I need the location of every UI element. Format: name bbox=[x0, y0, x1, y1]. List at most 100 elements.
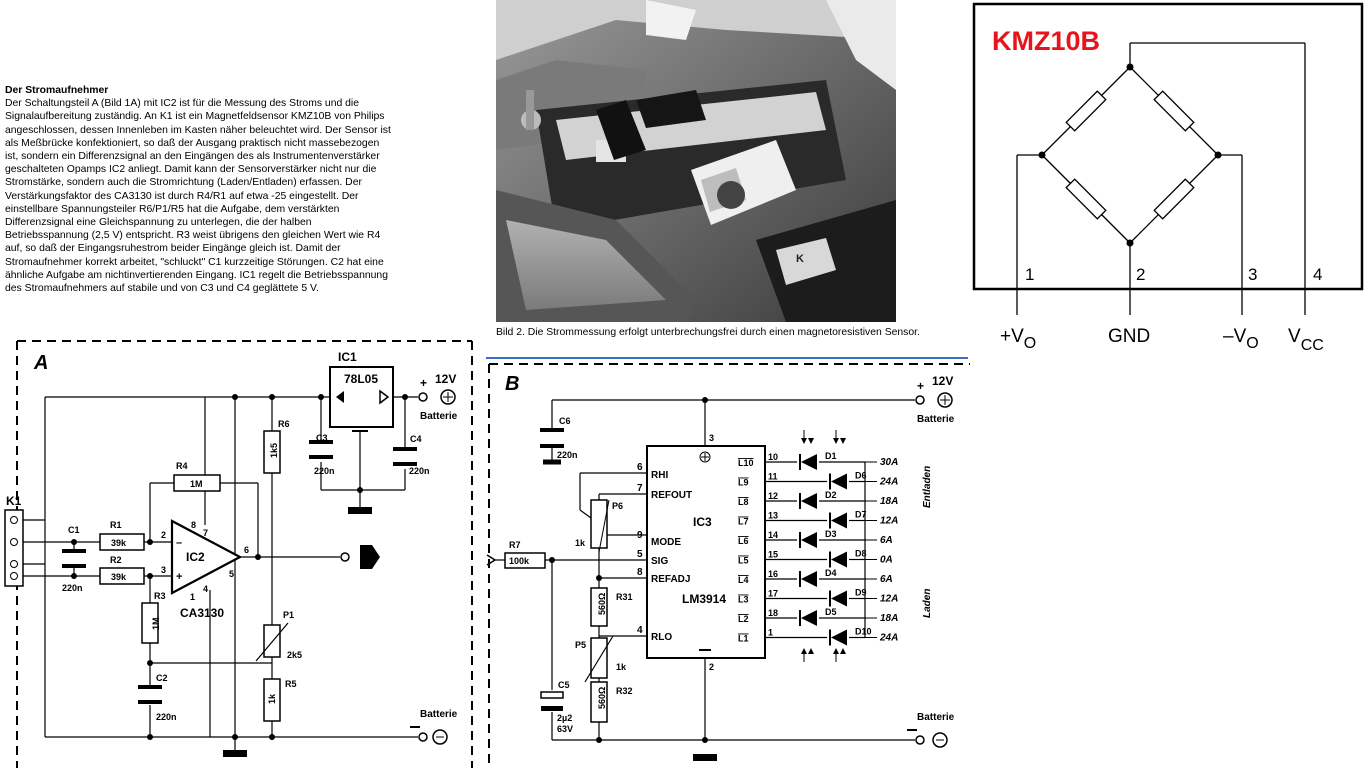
kmz-node bbox=[1038, 151, 1046, 159]
potentiometer-p5: P5 1k bbox=[575, 635, 627, 683]
svg-text:7: 7 bbox=[203, 528, 208, 538]
resistor-r4: R4 1M bbox=[173, 461, 221, 492]
light-emission-icon bbox=[833, 648, 846, 654]
resistor-r7: R7 100k bbox=[504, 540, 546, 569]
svg-text:C5: C5 bbox=[558, 680, 570, 690]
pin-name: SIG bbox=[651, 556, 668, 567]
resistor-r1: R1 39k bbox=[99, 520, 145, 551]
svg-text:63V: 63V bbox=[557, 724, 573, 734]
svg-text:Batterie: Batterie bbox=[917, 414, 955, 425]
svg-text:39k: 39k bbox=[111, 572, 127, 582]
svg-text:C3: C3 bbox=[316, 433, 328, 443]
junction-dot bbox=[269, 394, 275, 400]
article-body: Der Schaltungsteil A (Bild 1A) mit IC2 i… bbox=[5, 97, 480, 295]
circuit-a-label: A bbox=[33, 352, 48, 374]
svg-text:R5: R5 bbox=[285, 679, 297, 689]
k1-label: K1 bbox=[6, 494, 22, 508]
sensor-photo-image: K bbox=[496, 0, 896, 322]
svg-text:220n: 220n bbox=[62, 583, 83, 593]
kmz10b-diagram: KMZ10B 1 2 bbox=[970, 0, 1366, 360]
kmz-pin-number: 4 bbox=[1313, 265, 1322, 284]
ground-symbol bbox=[223, 750, 247, 757]
light-emission-icon bbox=[833, 438, 846, 444]
kmz-pin-label: +VO bbox=[1000, 326, 1036, 352]
svg-text:220n: 220n bbox=[156, 712, 177, 722]
svg-text:3: 3 bbox=[709, 433, 714, 443]
svg-text:IC2: IC2 bbox=[186, 550, 205, 564]
svg-text:220n: 220n bbox=[409, 466, 430, 476]
kmz-title: KMZ10B bbox=[992, 26, 1100, 56]
led-diode-icon bbox=[801, 532, 817, 548]
junction-dot bbox=[255, 554, 261, 560]
ground-symbol bbox=[348, 507, 372, 514]
light-emission-icon bbox=[801, 648, 814, 654]
junction-dot bbox=[147, 573, 153, 579]
article-line: als Meßbrücke konfektioniert, so daß der… bbox=[5, 137, 380, 149]
supply-terminal-minus: Batterie bbox=[907, 712, 955, 748]
svg-text:+: + bbox=[176, 571, 182, 583]
resistor-r6: R6 1k5 bbox=[263, 419, 290, 474]
svg-text:Batterie: Batterie bbox=[420, 411, 458, 422]
svg-text:R2: R2 bbox=[110, 555, 122, 565]
svg-text:IC3: IC3 bbox=[693, 515, 712, 529]
article-line: angeschlossen, dessen Innenleben im Kast… bbox=[5, 124, 391, 136]
svg-text:2k5: 2k5 bbox=[287, 650, 302, 660]
led-pin-number: 11 bbox=[768, 472, 778, 482]
article-line: ähnliche Aufgabe am nichtinvertierenden … bbox=[5, 269, 388, 281]
circuit-b-frame bbox=[488, 363, 970, 768]
led-diode-icon bbox=[801, 493, 817, 509]
kmz-node bbox=[1214, 151, 1222, 159]
junction-dot bbox=[232, 734, 238, 740]
svg-text:C4: C4 bbox=[410, 434, 422, 444]
led-diode-label: D9 bbox=[855, 588, 867, 598]
led-diode-label: D1 bbox=[825, 451, 837, 461]
svg-text:12V: 12V bbox=[435, 372, 456, 386]
led-amp-label: 12A bbox=[880, 594, 898, 605]
svg-text:R1: R1 bbox=[110, 520, 122, 530]
led-output-pin: L5 bbox=[738, 556, 749, 566]
pin-name: RHI bbox=[651, 470, 668, 481]
led-diode-icon bbox=[801, 610, 817, 626]
photo-caption: Bild 2. Die Strommessung erfolgt unterbr… bbox=[496, 327, 920, 338]
svg-text:12V: 12V bbox=[932, 374, 953, 388]
junction-dot bbox=[71, 539, 77, 545]
supply-terminal-plus: + 12V Batterie bbox=[418, 372, 458, 422]
kmz-resistor bbox=[1065, 178, 1107, 220]
svg-text:LM3914: LM3914 bbox=[682, 592, 726, 606]
potentiometer-p1: P1 2k5 bbox=[255, 610, 302, 662]
supply-terminal-minus: Batterie bbox=[410, 709, 458, 745]
article-line: Differenzsignal eine Gleichspannung zu u… bbox=[5, 217, 312, 229]
junction-dot bbox=[147, 539, 153, 545]
junction-dot bbox=[549, 557, 555, 563]
ic3-left-pins: 6 RHI 7 REFOUT 9 MODE 5 SIG 8 REFADJ 4 R… bbox=[637, 462, 692, 643]
circuit-a: A bbox=[0, 335, 485, 768]
pin-name: REFADJ bbox=[651, 574, 690, 585]
svg-text:R6: R6 bbox=[278, 419, 290, 429]
led-output-pin: L3 bbox=[738, 595, 749, 605]
led-diode-label: D8 bbox=[855, 549, 867, 559]
kmz-resistor bbox=[1153, 178, 1195, 220]
junction-dot bbox=[318, 394, 324, 400]
opamp-ic2: IC2 – + CA3130 2 3 8 7 6 5 4 1 bbox=[161, 519, 249, 620]
kmz-resistor bbox=[1153, 90, 1195, 132]
circuit-a-wires bbox=[22, 396, 418, 750]
resistor-r3: R3 1M bbox=[141, 591, 166, 644]
pin-number: 6 bbox=[637, 462, 643, 473]
kmz-pin-number: 3 bbox=[1248, 265, 1257, 284]
ground-symbol bbox=[693, 754, 717, 761]
led-output-pin: L4 bbox=[738, 575, 749, 585]
junction-dot bbox=[596, 737, 602, 743]
k1-connector: K1 bbox=[4, 494, 24, 587]
article-line: Der Schaltungsteil A (Bild 1A) mit IC2 i… bbox=[5, 98, 360, 110]
svg-text:6: 6 bbox=[244, 545, 249, 555]
circuit-b: B IC3 bbox=[485, 360, 970, 768]
junction-dot bbox=[357, 487, 363, 493]
svg-text:560Ω: 560Ω bbox=[597, 687, 607, 709]
pin-number: 8 bbox=[637, 567, 643, 578]
junction-dot bbox=[596, 575, 602, 581]
regulator-ic1: IC1 78L05 bbox=[329, 350, 394, 432]
led-diode-icon bbox=[831, 590, 847, 607]
svg-text:P5: P5 bbox=[575, 640, 586, 650]
kmz-pin-label: VCC bbox=[1288, 326, 1324, 354]
